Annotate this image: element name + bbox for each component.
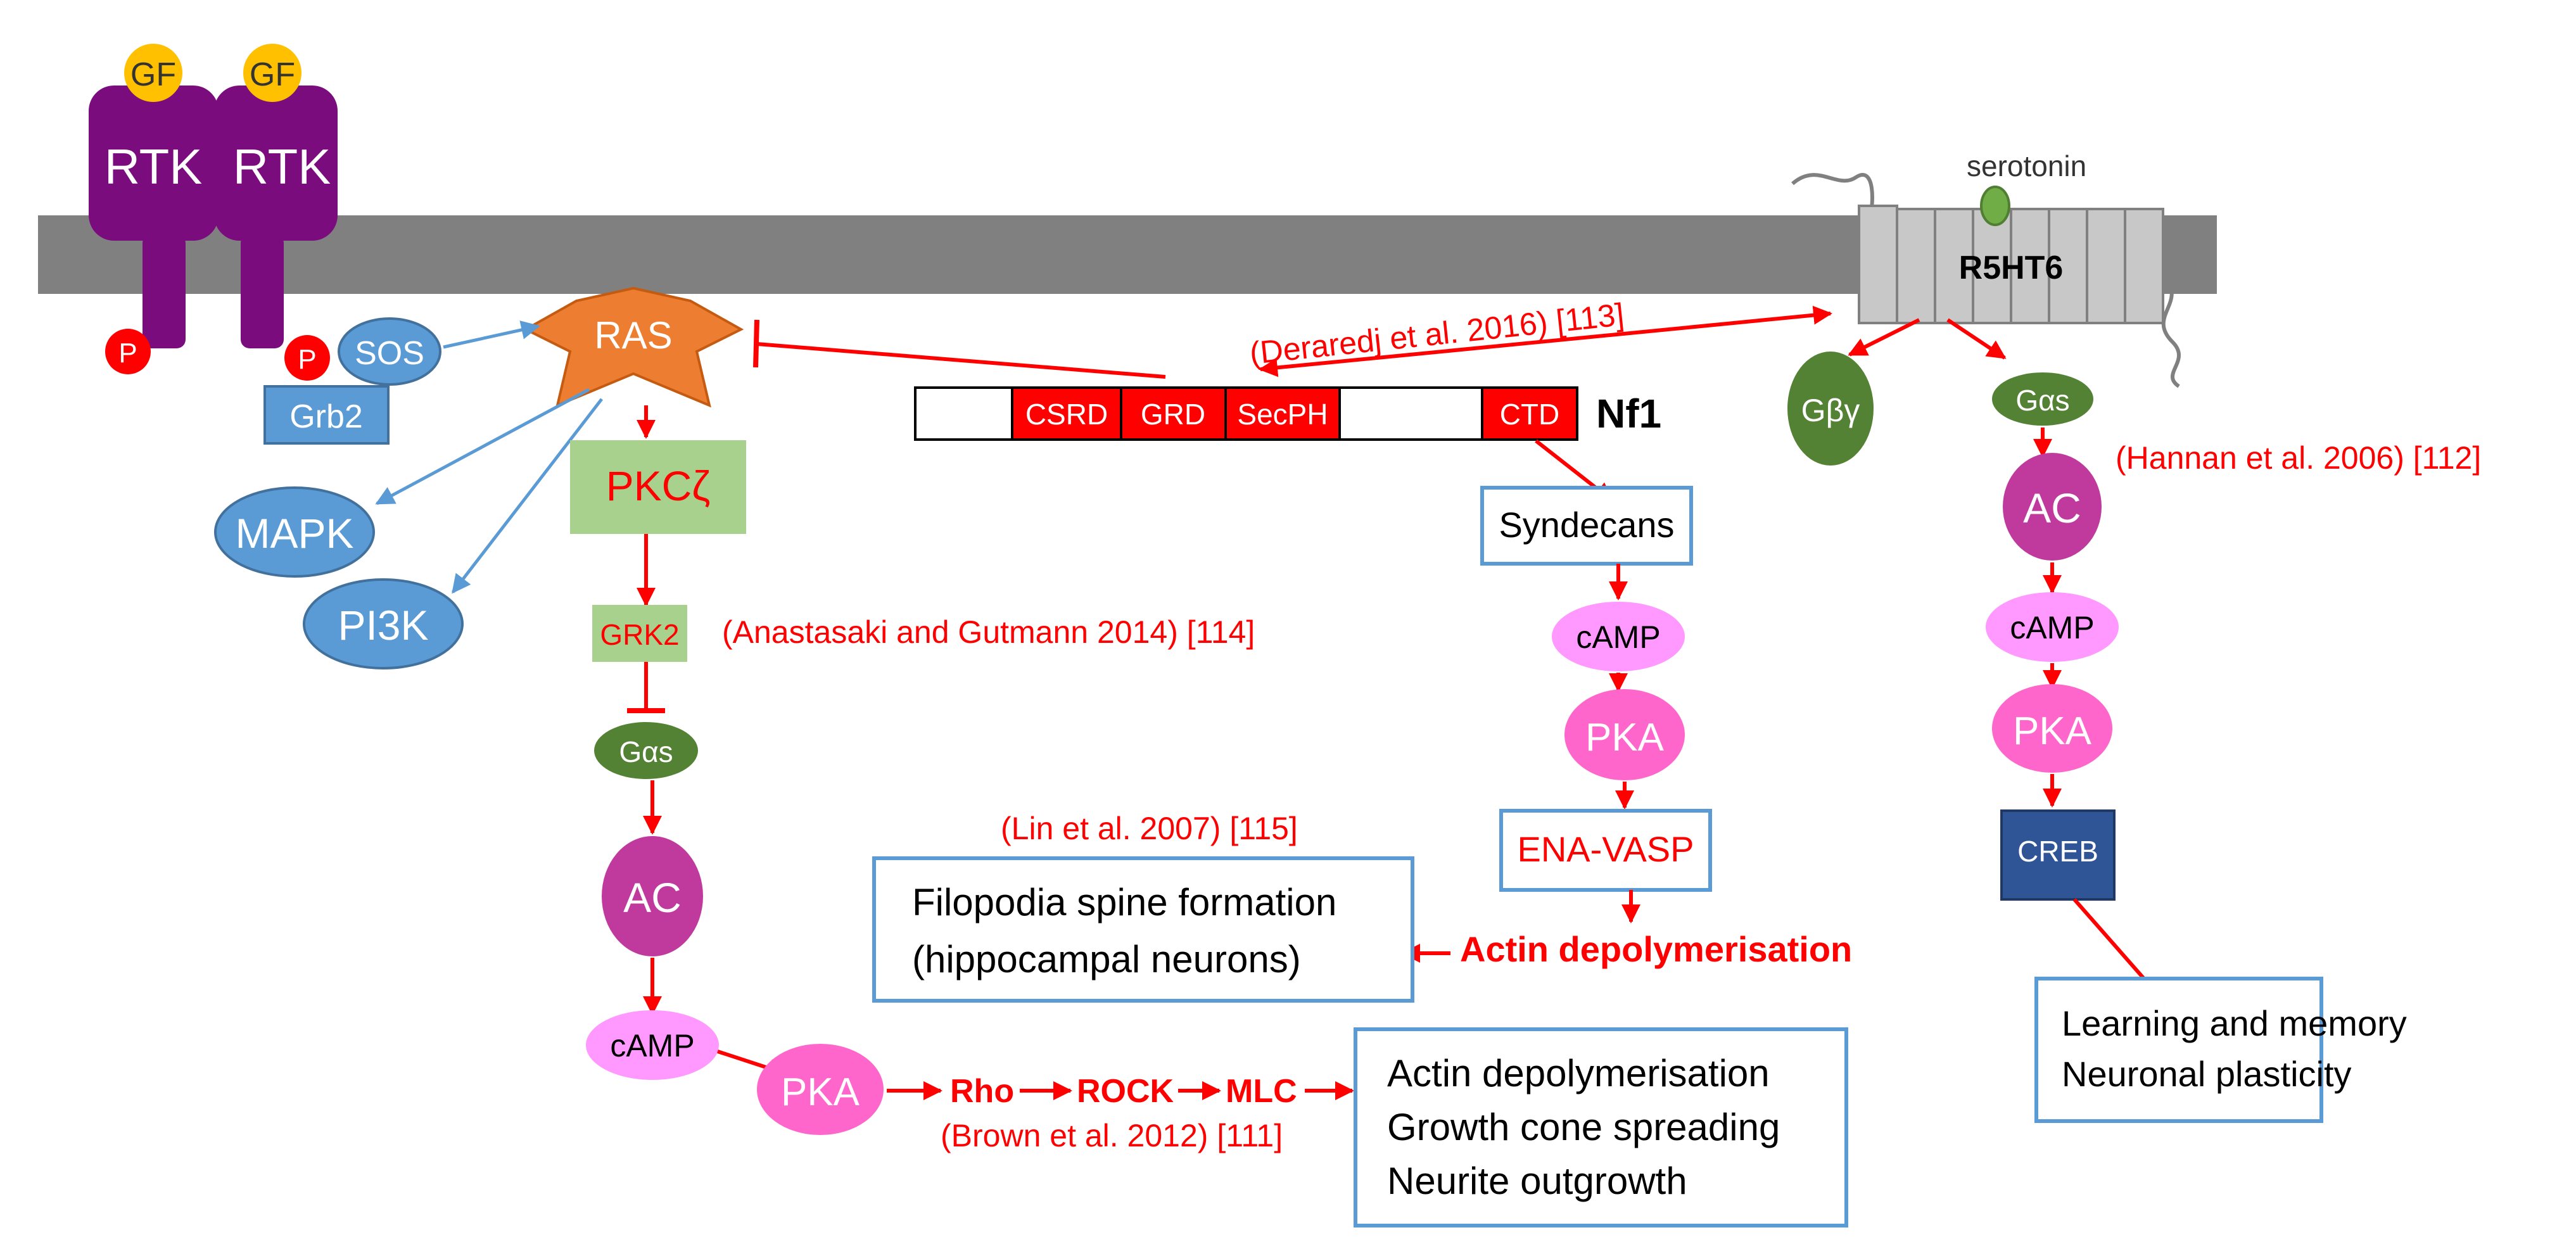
- left-gas-node: Gαs: [594, 722, 698, 779]
- arrow-ras-pi3k: [452, 398, 603, 594]
- svg-text:cAMP: cAMP: [1576, 619, 1660, 655]
- svg-text:(hippocampal neurons): (hippocampal neurons): [912, 938, 1301, 980]
- rho-label: Rho: [950, 1073, 1014, 1110]
- svg-text:PKCζ: PKCζ: [606, 462, 711, 509]
- nf1-domain-ctd: [1481, 386, 1578, 441]
- citation-lin: (Lin et al. 2007) [115]: [1001, 811, 1298, 846]
- citation-brown: (Brown et al. 2012) [111]: [941, 1118, 1283, 1153]
- gby-node: Gβγ: [1787, 352, 1874, 466]
- r5ht6-label: R5HT6: [1959, 250, 2064, 286]
- pi3k-node: PI3K: [303, 578, 464, 669]
- svg-text:Gαs: Gαs: [2015, 384, 2069, 417]
- svg-text:cAMP: cAMP: [2010, 610, 2094, 645]
- cell-membrane: [38, 215, 2217, 294]
- svg-text:AC: AC: [623, 874, 682, 921]
- svg-text:P: P: [298, 344, 316, 375]
- svg-text:PKA: PKA: [2013, 709, 2092, 753]
- inhibition-nf1-ras: [753, 319, 1166, 379]
- svg-text:PI3K: PI3K: [338, 602, 428, 649]
- syndecans-box: Syndecans: [1480, 486, 1693, 566]
- svg-text:PKA: PKA: [781, 1070, 860, 1114]
- nf1-domain-secph: [1224, 386, 1341, 441]
- ena-vasp-box: ENA-VASP: [1499, 809, 1712, 892]
- arrow-sos-ras: [443, 320, 540, 349]
- arrow-ras-mapk: [375, 388, 590, 505]
- svg-text:Filopodia spine formation: Filopodia spine formation: [912, 881, 1336, 923]
- inhibition-grk2-gas: [627, 662, 665, 713]
- svg-text:ENA-VASP: ENA-VASP: [1517, 829, 1694, 869]
- svg-text:RAS: RAS: [594, 314, 672, 357]
- svg-text:PKA: PKA: [1585, 716, 1665, 759]
- citation-hannan: (Hannan et al. 2006) [112]: [2116, 440, 2481, 476]
- mlc-label: MLC: [1226, 1073, 1297, 1110]
- svg-text:Gβγ: Gβγ: [1801, 393, 1860, 428]
- svg-text:GF: GF: [250, 56, 295, 93]
- actin-growth-box: Actin depolymerisation Growth cone sprea…: [1354, 1027, 1848, 1227]
- svg-text:GRD: GRD: [1141, 398, 1205, 431]
- svg-text:GRK2: GRK2: [600, 618, 679, 651]
- right-pka-node: PKA: [1992, 684, 2112, 773]
- arrow-nf1-r5ht6: [1259, 305, 1832, 377]
- nf1-protein: CSRD GRD SecPH CTD Nf1: [914, 386, 1661, 441]
- mapk-node: MAPK: [214, 486, 375, 578]
- rock-label: ROCK: [1077, 1073, 1174, 1110]
- arrow-r5ht6-gas: [1946, 318, 2007, 360]
- svg-text:Growth cone spreading: Growth cone spreading: [1387, 1106, 1780, 1148]
- svg-text:cAMP: cAMP: [610, 1028, 694, 1063]
- svg-text:SOS: SOS: [355, 335, 424, 372]
- svg-text:Gαs: Gαs: [619, 735, 673, 768]
- ras-node: RAS: [523, 286, 744, 408]
- right-gas-node: Gαs: [1992, 372, 2093, 426]
- svg-text:Neuronal plasticity: Neuronal plasticity: [2062, 1054, 2352, 1094]
- filopodia-box: Filopodia spine formation (hippocampal n…: [872, 856, 1414, 1003]
- creb-node: CREB: [2000, 809, 2116, 901]
- rtk-2-label: RTK: [233, 139, 331, 194]
- grk2-box: GRK2: [592, 605, 687, 662]
- citation-deraredj: (Deraredj et al. 2016) [113]: [1248, 296, 1625, 371]
- nf1-label: Nf1: [1596, 391, 1661, 436]
- phosphate-1: P: [105, 329, 151, 374]
- svg-text:CTD: CTD: [1500, 398, 1560, 431]
- svg-text:SecPH: SecPH: [1237, 398, 1328, 431]
- middle-camp-node: cAMP: [1552, 602, 1685, 671]
- rtk-1-label: RTK: [105, 139, 203, 194]
- middle-pka-node: PKA: [1564, 689, 1685, 780]
- left-ac-node: AC: [602, 836, 703, 956]
- left-camp-node: cAMP: [586, 1010, 719, 1080]
- actin-depolymerisation-label: Actin depolymerisation: [1460, 929, 1852, 969]
- svg-text:P: P: [118, 338, 137, 369]
- rtk-receptor-2: RTK: [214, 86, 338, 348]
- svg-text:AC: AC: [2023, 485, 2081, 531]
- sos-node: SOS: [338, 317, 441, 386]
- svg-text:Actin depolymerisation: Actin depolymerisation: [1387, 1052, 1770, 1094]
- right-camp-node: cAMP: [1986, 592, 2119, 662]
- arrow-r5ht6-gby: [1848, 318, 1920, 357]
- svg-text:Learning and memory: Learning and memory: [2062, 1003, 2407, 1043]
- svg-text:Neurite outgrowth: Neurite outgrowth: [1387, 1160, 1687, 1202]
- serotonin-ligand: serotonin: [1967, 149, 2086, 226]
- growth-factor-2: GF: [243, 44, 301, 102]
- rtk-receptor-1: RTK: [89, 86, 219, 348]
- svg-text:CSRD: CSRD: [1025, 398, 1108, 431]
- learning-memory-box: Learning and memory Neuronal plasticity: [2034, 977, 2407, 1123]
- left-pka-node: PKA: [757, 1044, 884, 1135]
- right-ac-node: AC: [2003, 453, 2102, 561]
- r5ht6-receptor: R5HT6: [1791, 173, 2181, 388]
- svg-text:MAPK: MAPK: [235, 510, 353, 557]
- svg-text:Syndecans: Syndecans: [1499, 505, 1674, 545]
- pkc-zeta-box: PKCζ: [570, 440, 746, 534]
- svg-text:Grb2: Grb2: [289, 398, 363, 435]
- svg-text:CREB: CREB: [2017, 835, 2098, 868]
- growth-factor-1: GF: [124, 44, 182, 102]
- phosphate-2: P: [284, 335, 330, 381]
- svg-text:serotonin: serotonin: [1967, 149, 2086, 182]
- citation-anastasaki: (Anastasaki and Gutmann 2014) [114]: [722, 614, 1255, 650]
- grb2-node: Grb2: [263, 385, 390, 445]
- svg-text:GF: GF: [130, 56, 176, 93]
